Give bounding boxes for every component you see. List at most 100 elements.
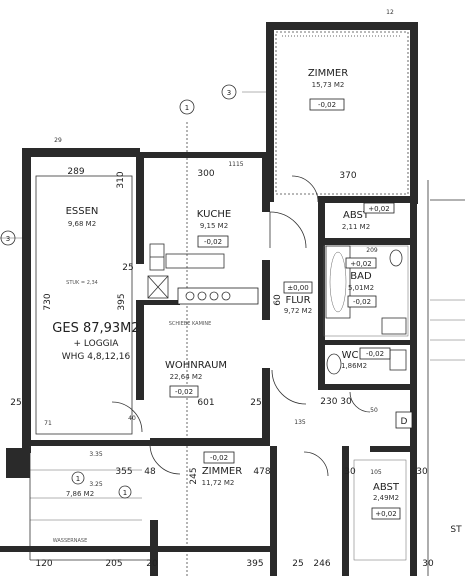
exterior-hints: D ST <box>395 180 465 576</box>
dim-40: 40 <box>128 415 136 422</box>
room-area: 7,86 M2 <box>66 490 94 498</box>
dim-205: 205 <box>105 559 122 569</box>
dim-25-a: 25 <box>122 263 133 273</box>
stair-label: ST <box>450 525 462 535</box>
room-area: 11,72 M2 <box>202 479 235 487</box>
walls-main <box>22 148 270 453</box>
room-name: ABST <box>373 482 400 493</box>
room-level-box: +0,02 <box>368 205 389 213</box>
room-area: 9,15 M2 <box>200 222 228 230</box>
dim-209: 209 <box>366 247 378 254</box>
dim-105: 105 <box>370 469 382 476</box>
room-abst-bottom: ABST 2,49M2 +0,02 <box>371 482 401 520</box>
detail-marker-d: D <box>401 417 408 427</box>
room-abst-top: ABST 2,11 M2 +0,02 <box>342 202 395 231</box>
dim-289: 289 <box>67 167 84 177</box>
dim-12: 12 <box>386 9 394 16</box>
dim-30-a: 30 <box>344 467 356 477</box>
room-name: BAD <box>350 271 372 282</box>
room-flur: ±0,00 FLUR 9,72 M2 <box>283 281 313 315</box>
dim-246: 246 <box>313 559 330 569</box>
unit-numbers: WHG 4,8,12,16 <box>62 352 131 362</box>
dim-50: 50 <box>370 407 378 414</box>
grid-marker-label: 1 <box>185 104 189 112</box>
room-name: WC <box>342 350 359 361</box>
grid-marker-3-top: 3 <box>221 84 237 100</box>
dim-230-30: 230 30 <box>320 397 352 407</box>
room-level-box: +0,02 <box>350 260 371 268</box>
room-name: WOHNRAUM <box>165 360 227 371</box>
dim-478: 478 <box>253 467 270 477</box>
dim-48: 48 <box>144 467 156 477</box>
dim-245: 245 <box>189 467 199 484</box>
dim-25-c: 25 <box>10 398 21 408</box>
room-level: ±0,00 <box>287 284 308 292</box>
grid-marker-3-left: 3 <box>0 230 16 246</box>
dim-135: 135 <box>294 419 306 426</box>
room-wohnraum: WOHNRAUM 22,64 M2 -0,02 <box>165 360 227 398</box>
dim-370: 370 <box>339 171 356 181</box>
dim-30-b: 30 <box>416 467 428 477</box>
dim-1115: 1115 <box>228 161 243 168</box>
room-zimmer-bottom: -0,02 ZIMMER 11,72 M2 <box>202 451 242 487</box>
room-zimmer-top: ZIMMER 15,73 M2 -0,02 <box>308 68 348 111</box>
room-level: +0,02 <box>375 510 396 518</box>
dim-395-a: 395 <box>117 293 127 310</box>
door-swings <box>111 175 371 477</box>
grid-marker-1-top: 1 <box>179 99 195 115</box>
dim-601: 601 <box>197 398 214 408</box>
dim-355: 355 <box>115 467 132 477</box>
room-level: -0,02 <box>175 388 193 396</box>
total-area: GES 87,93M2 <box>52 321 139 336</box>
room-name: ABST <box>343 210 370 221</box>
room-name: FLUR <box>285 295 310 306</box>
chimney-label: SCHIEBE KAMINE <box>169 321 212 327</box>
room-level: -0,02 <box>353 298 371 306</box>
room-area: 22,64 M2 <box>170 373 203 381</box>
room-level: -0,02 <box>204 238 222 246</box>
walls-bottom <box>0 446 417 576</box>
dim-25-b: 25 <box>250 398 261 408</box>
dim-3-25: 3.25 <box>89 481 103 488</box>
room-name: KUCHE <box>197 209 231 220</box>
walls-zimmer-top <box>266 22 418 204</box>
dim-30-c: 30 <box>422 559 434 569</box>
dim-20: 20 <box>146 559 158 569</box>
room-wc: WC -0,02 1,86M2 <box>341 347 391 370</box>
room-level: -0,02 <box>366 350 384 358</box>
room-name: ZIMMER <box>202 466 242 477</box>
grid-marker-label: 3 <box>6 235 10 243</box>
kitchen-fixtures <box>147 243 259 305</box>
grid-marker-label: 1 <box>76 475 80 483</box>
loggia-note: + LOGGIA <box>74 339 120 349</box>
drip-edge-label: WASSERNASE <box>53 538 88 544</box>
room-level: -0,02 <box>318 101 336 109</box>
summary-block: GES 87,93M2 + LOGGIA WHG 4,8,12,16 <box>52 321 139 362</box>
room-area: 2,11 M2 <box>342 223 370 231</box>
room-name: ZIMMER <box>308 68 348 79</box>
dim-395-b: 395 <box>246 559 263 569</box>
dimension-labels: 289 310 300 1115 370 730 395 25 601 25 2… <box>10 9 434 569</box>
room-area: 9,68 M2 <box>68 220 96 228</box>
room-area: 5,01M2 <box>348 284 374 292</box>
ceiling-height-note: STUK = 2,34 <box>66 280 98 286</box>
dim-71: 71 <box>44 420 52 427</box>
dim-25-d: 25 <box>292 559 303 569</box>
room-loggia: 1 7,86 M2 1 WASSERNASE <box>53 471 132 544</box>
dim-3-35: 3.35 <box>89 451 103 458</box>
room-kuche: KUCHE 9,15 M2 -0,02 <box>197 209 231 248</box>
room-level-box: -0,02 <box>210 454 228 462</box>
dim-29: 29 <box>54 137 62 144</box>
walls-bath-block <box>318 196 417 456</box>
grid-marker-label: 3 <box>227 89 231 97</box>
dim-310: 310 <box>116 171 126 188</box>
room-area: 2,49M2 <box>373 494 399 502</box>
room-name: ESSEN <box>66 206 99 217</box>
dim-300: 300 <box>197 169 214 179</box>
dim-60: 60 <box>273 294 283 306</box>
room-essen: ESSEN 9,68 M2 STUK = 2,34 <box>66 206 99 286</box>
dim-730: 730 <box>43 293 53 310</box>
room-area: 1,86M2 <box>341 362 367 370</box>
room-bad: +0,02 BAD 5,01M2 -0,02 <box>345 257 377 308</box>
chimney-note: SCHIEBE KAMINE <box>169 321 212 327</box>
